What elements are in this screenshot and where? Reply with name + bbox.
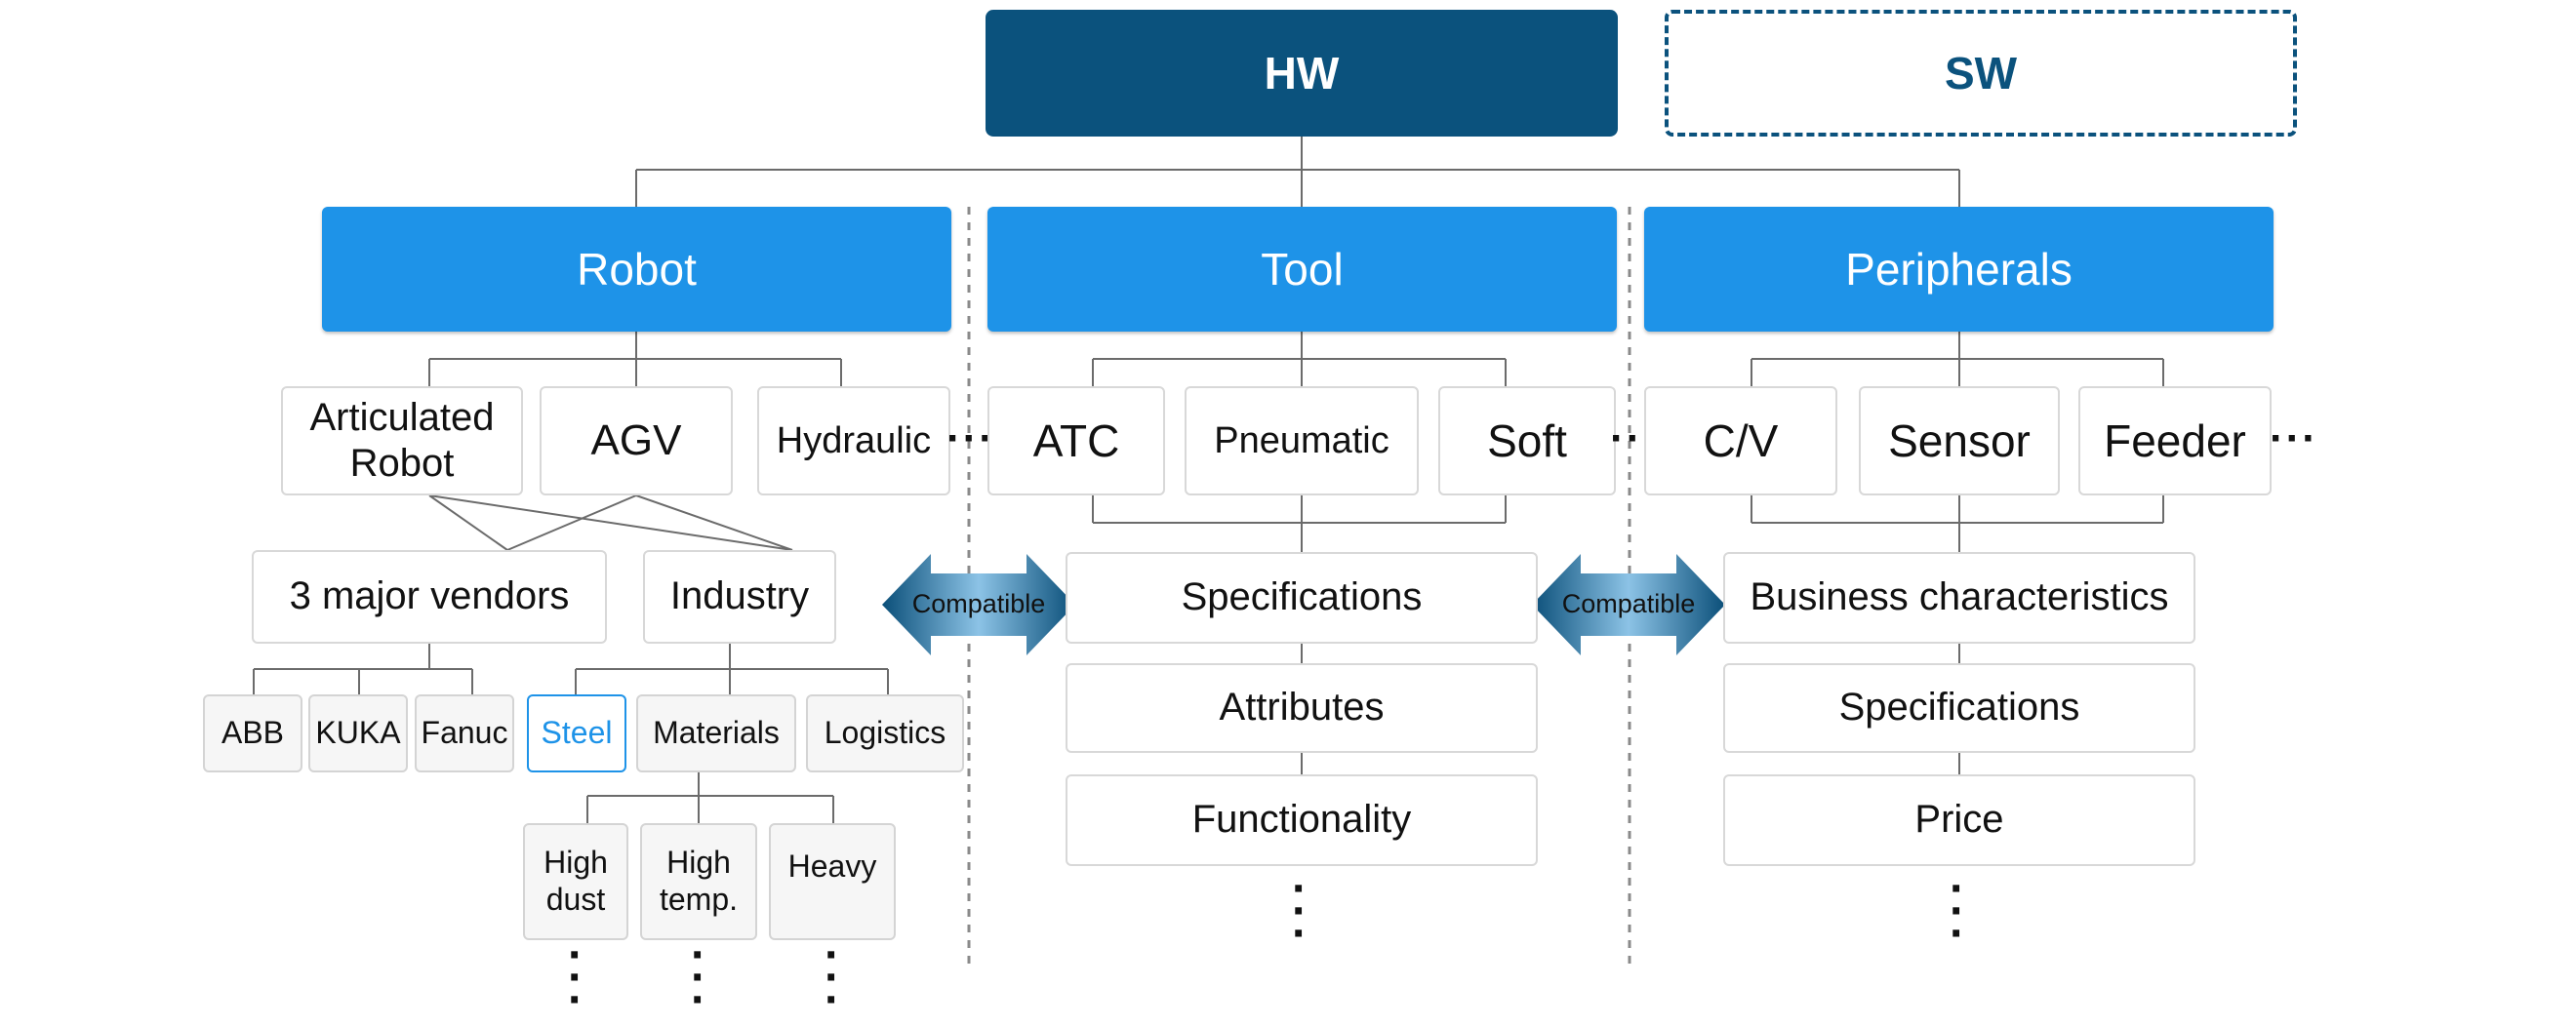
industry-steel: Steel xyxy=(527,694,626,772)
tool-merge-connector xyxy=(1092,495,1507,552)
robot-types-more: ··· xyxy=(946,414,995,462)
category-robot: Robot xyxy=(322,207,951,332)
category-tool: Tool xyxy=(987,207,1617,332)
vendors-connector xyxy=(253,644,473,694)
hw-sw-taxonomy-diagram: HW SW Robot Tool Peripherals Articulated… xyxy=(203,10,2318,1024)
peripheral-types-more: ··· xyxy=(2270,414,2318,462)
peripheral-prop-price: Price xyxy=(1723,774,2195,866)
category-peripherals: Peripherals xyxy=(1644,207,2274,332)
tool-type-pneumatic: Pneumatic xyxy=(1185,386,1419,495)
peripheral-prop-specifications: Specifications xyxy=(1723,663,2195,753)
peripherals-merge-connector xyxy=(1751,495,2164,552)
compatible-label-right: Compatible xyxy=(1561,589,1696,618)
group-3-major-vendors: 3 major vendors xyxy=(252,550,607,644)
industry-materials: Materials xyxy=(636,694,796,772)
robot-cross-connector xyxy=(428,494,793,551)
robot-type-agv: AGV xyxy=(540,386,733,495)
tool-type-atc: ATC xyxy=(987,386,1165,495)
tool-type-soft: Soft xyxy=(1438,386,1616,495)
group-industry: Industry xyxy=(643,550,836,644)
sw-box: SW xyxy=(1665,10,2297,137)
compatible-arrow-right xyxy=(1532,554,1725,655)
robot-type-articulated: Articulated Robot xyxy=(281,386,523,495)
connectors xyxy=(253,137,2164,966)
tool-props-more: ··· xyxy=(1292,863,1308,961)
robot-type-hydraulic: Hydraulic xyxy=(757,386,950,495)
peripheral-type-sensor: Sensor xyxy=(1859,386,2060,495)
vendor-kuka: KUKA xyxy=(308,694,408,772)
materials-connector xyxy=(586,772,834,823)
condition-high-dust: High dust xyxy=(523,823,628,940)
vendor-fanuc: Fanuc xyxy=(415,694,514,772)
industry-logistics: Logistics xyxy=(806,694,964,772)
peripheral-type-cv: C/V xyxy=(1644,386,1837,495)
tool-connector xyxy=(1092,332,1507,386)
peripheral-type-feeder: Feeder xyxy=(2078,386,2272,495)
condition-heavy: Heavy xyxy=(769,823,896,940)
peripheral-prop-business: Business characteristics xyxy=(1723,552,2195,644)
condition-high-dust-more: ··· xyxy=(568,929,584,1026)
condition-heavy-more: ··· xyxy=(825,929,840,1026)
tool-prop-functionality: Functionality xyxy=(1066,774,1538,866)
condition-high-temp-more: ··· xyxy=(691,929,706,1026)
hw-connector xyxy=(635,137,1960,207)
hw-box: HW xyxy=(986,10,1618,137)
industry-connector xyxy=(575,644,889,694)
vendor-abb: ABB xyxy=(203,694,302,772)
condition-high-temp: High temp. xyxy=(640,823,757,940)
tool-prop-attributes: Attributes xyxy=(1066,663,1538,753)
peripheral-props-more: ··· xyxy=(1950,863,1965,961)
compatible-label-left: Compatible xyxy=(911,589,1046,618)
compatible-arrow-left xyxy=(882,554,1075,655)
peripherals-connector xyxy=(1751,332,2164,386)
robot-connector xyxy=(428,332,842,386)
tool-prop-specifications: Specifications xyxy=(1066,552,1538,644)
